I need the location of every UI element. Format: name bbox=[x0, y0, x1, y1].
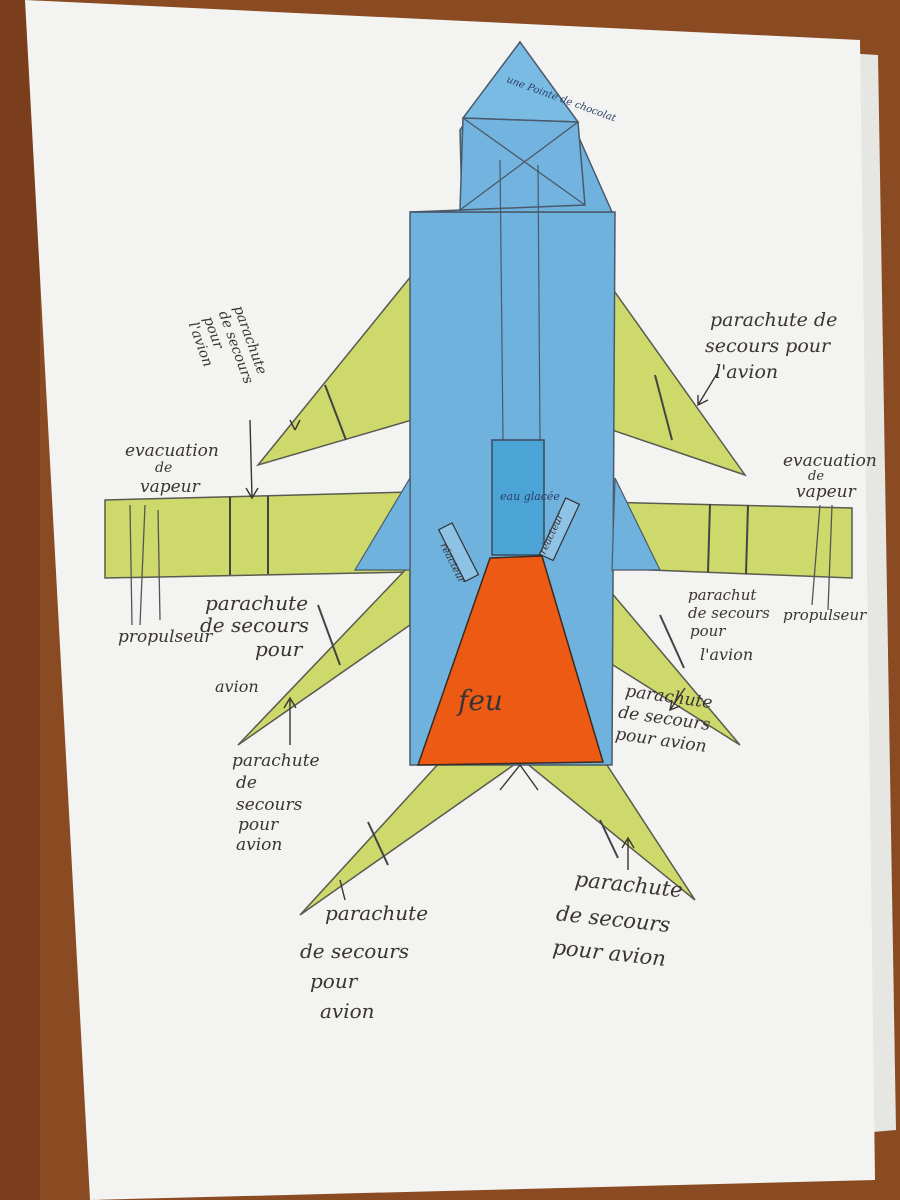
fire-label: feu bbox=[456, 684, 503, 717]
svg-text:de secours: de secours bbox=[300, 939, 409, 963]
fire-trapezoid bbox=[416, 555, 604, 766]
water-tank bbox=[491, 439, 545, 556]
svg-text:l'avion: l'avion bbox=[715, 361, 778, 383]
svg-text:secours: secours bbox=[236, 795, 303, 815]
svg-text:de secours: de secours bbox=[688, 604, 770, 622]
label-parachute-top-right: parachute de secours pour l'avion bbox=[705, 309, 837, 383]
svg-text:parachut: parachut bbox=[688, 586, 757, 604]
exhaust-pipes bbox=[129, 504, 833, 626]
label-parachute-low-right: parachute de secours pour avion bbox=[614, 681, 714, 757]
svg-text:pour: pour bbox=[690, 622, 726, 640]
svg-text:l'avion: l'avion bbox=[700, 645, 753, 664]
svg-text:avion: avion bbox=[215, 677, 259, 696]
table-shadow-left bbox=[0, 0, 40, 1200]
label-parachute-mid-right: parachut de secours pour l'avion bbox=[688, 586, 770, 664]
svg-text:parachute: parachute bbox=[232, 751, 320, 771]
label-parachute-low-left: parachute de secours pour avion bbox=[232, 751, 320, 855]
skirt-right bbox=[611, 477, 661, 571]
label-propulseur-right: propulseur bbox=[783, 606, 867, 624]
svg-text:avion: avion bbox=[236, 835, 282, 855]
side-wings bbox=[104, 491, 853, 579]
label-evacuation-left: evacuation de vapeur bbox=[125, 441, 219, 497]
svg-text:de: de bbox=[808, 469, 824, 484]
reactor-right bbox=[538, 497, 581, 562]
svg-text:pour: pour bbox=[310, 969, 359, 993]
fins bbox=[237, 272, 747, 916]
fin-stripes bbox=[317, 374, 685, 866]
svg-text:evacuation: evacuation bbox=[125, 441, 219, 461]
label-evacuation-right: evacuation de vapeur bbox=[783, 451, 877, 502]
svg-text:parachute: parachute bbox=[205, 591, 308, 615]
svg-text:avion: avion bbox=[320, 999, 375, 1023]
svg-text:vapeur: vapeur bbox=[140, 477, 201, 497]
svg-text:evacuation: evacuation bbox=[783, 451, 877, 471]
annotation-arrows bbox=[245, 371, 719, 901]
svg-text:vapeur: vapeur bbox=[796, 482, 857, 502]
svg-text:pour: pour bbox=[255, 637, 304, 661]
reactor-left bbox=[437, 522, 480, 583]
svg-text:de: de bbox=[155, 460, 172, 476]
svg-text:de: de bbox=[236, 773, 257, 793]
label-parachute-bottom-left: parachute de secours pour avion bbox=[300, 901, 428, 1023]
water-label: eau glacée bbox=[500, 490, 560, 503]
skirt-left bbox=[353, 475, 411, 571]
svg-text:secours pour: secours pour bbox=[705, 335, 832, 357]
svg-text:parachute de: parachute de bbox=[710, 309, 837, 331]
svg-text:pour: pour bbox=[238, 815, 279, 835]
svg-text:de secours: de secours bbox=[200, 613, 309, 637]
svg-text:parachute: parachute bbox=[325, 901, 428, 925]
label-propulseur-left: propulseur bbox=[118, 627, 213, 647]
label-parachute-mid-left: parachute de secours pour avion bbox=[200, 591, 309, 696]
